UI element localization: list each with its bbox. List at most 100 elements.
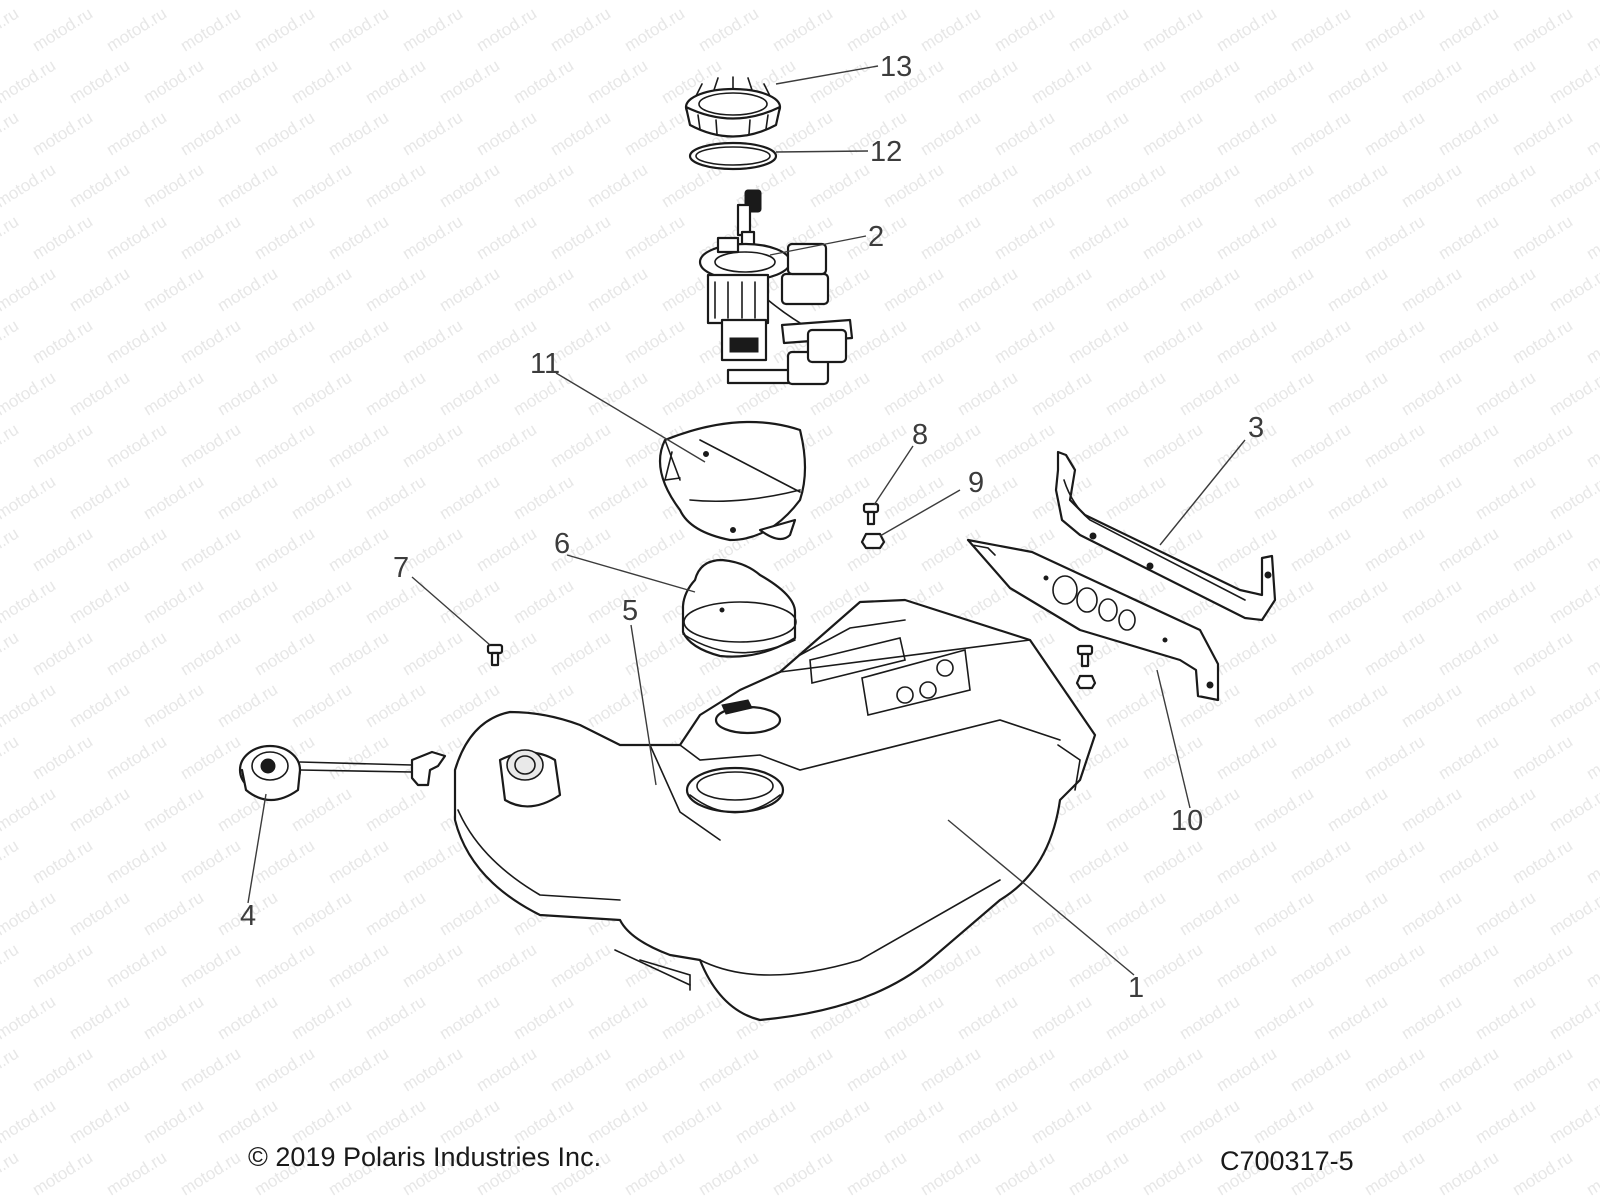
watermark-text: motod.ru <box>1435 316 1502 368</box>
watermark-text: motod.ru <box>1102 888 1169 940</box>
watermark-text: motod.ru <box>695 1148 762 1200</box>
watermark-text: motod.ru <box>214 264 281 316</box>
watermark-text: motod.ru <box>843 524 910 576</box>
watermark-text: motod.ru <box>843 1044 910 1096</box>
watermark-text: motod.ru <box>214 576 281 628</box>
watermark-text: motod.ru <box>1435 420 1502 472</box>
watermark-text: motod.ru <box>66 992 133 1044</box>
watermark-text: motod.ru <box>177 524 244 576</box>
watermark-text: motod.ru <box>436 160 503 212</box>
part-9-nut <box>860 532 886 550</box>
watermark-text: motod.ru <box>362 56 429 108</box>
watermark-text: motod.ru <box>1435 524 1502 576</box>
watermark-text: motod.ru <box>251 836 318 888</box>
watermark-text: motod.ru <box>325 212 392 264</box>
watermark-text: motod.ru <box>991 940 1058 992</box>
watermark-text: motod.ru <box>0 108 22 160</box>
watermark-text: motod.ru <box>325 316 392 368</box>
watermark-text: motod.ru <box>436 992 503 1044</box>
watermark-text: motod.ru <box>1028 56 1095 108</box>
watermark-text: motod.ru <box>288 784 355 836</box>
extra-bolt-right <box>1075 644 1097 690</box>
watermark-text: motod.ru <box>251 108 318 160</box>
watermark-text: motod.ru <box>251 212 318 264</box>
callout-8: 8 <box>912 419 928 451</box>
watermark-text: motod.ru <box>251 524 318 576</box>
watermark-text: motod.ru <box>0 1044 22 1096</box>
watermark-text: motod.ru <box>66 160 133 212</box>
watermark-text: motod.ru <box>0 628 22 680</box>
watermark-text: motod.ru <box>1213 732 1280 784</box>
watermark-text: motod.ru <box>1509 836 1576 888</box>
watermark-text: motod.ru <box>658 992 725 1044</box>
watermark-text: motod.ru <box>29 1148 96 1200</box>
watermark-text: motod.ru <box>362 784 429 836</box>
watermark-text: motod.ru <box>325 420 392 472</box>
watermark-text: motod.ru <box>325 628 392 680</box>
watermark-text: motod.ru <box>0 1096 59 1148</box>
watermark-text: motod.ru <box>214 1096 281 1148</box>
watermark-text: motod.ru <box>1324 264 1391 316</box>
watermark-text: motod.ru <box>547 4 614 56</box>
watermark-text: motod.ru <box>1213 1044 1280 1096</box>
watermark-text: motod.ru <box>621 4 688 56</box>
watermark-text: motod.ru <box>658 368 725 420</box>
watermark-text: motod.ru <box>1250 472 1317 524</box>
watermark-text: motod.ru <box>880 264 947 316</box>
watermark-text: motod.ru <box>251 1044 318 1096</box>
watermark-text: motod.ru <box>1509 108 1576 160</box>
watermark-text: motod.ru <box>325 732 392 784</box>
watermark-text: motod.ru <box>1065 316 1132 368</box>
watermark-text: motod.ru <box>584 160 651 212</box>
watermark-text: motod.ru <box>917 316 984 368</box>
watermark-text: motod.ru <box>1287 108 1354 160</box>
watermark-text: motod.ru <box>1287 316 1354 368</box>
watermark-text: motod.ru <box>473 1044 540 1096</box>
watermark-text: motod.ru <box>1287 732 1354 784</box>
watermark-text: motod.ru <box>1546 472 1600 524</box>
watermark-text: motod.ru <box>584 576 651 628</box>
watermark-text: motod.ru <box>1583 4 1600 56</box>
watermark-text: motod.ru <box>621 524 688 576</box>
watermark-text: motod.ru <box>1472 0 1539 3</box>
watermark-text: motod.ru <box>66 576 133 628</box>
watermark-text: motod.ru <box>325 108 392 160</box>
callout-12: 12 <box>870 136 902 168</box>
watermark-text: motod.ru <box>1176 160 1243 212</box>
watermark-text: motod.ru <box>1250 264 1317 316</box>
watermark-text: motod.ru <box>1324 0 1391 3</box>
watermark-text: motod.ru <box>177 4 244 56</box>
watermark-text: motod.ru <box>473 940 540 992</box>
watermark-text: motod.ru <box>66 1096 133 1148</box>
watermark-text: motod.ru <box>806 472 873 524</box>
watermark-text: motod.ru <box>177 212 244 264</box>
watermark-text: motod.ru <box>288 368 355 420</box>
watermark-text: motod.ru <box>29 940 96 992</box>
watermark-text: motod.ru <box>177 836 244 888</box>
watermark-text: motod.ru <box>0 1148 22 1200</box>
watermark-text: motod.ru <box>1398 368 1465 420</box>
watermark-text: motod.ru <box>1102 0 1169 3</box>
watermark-text: motod.ru <box>584 264 651 316</box>
watermark-text: motod.ru <box>1102 56 1169 108</box>
watermark-text: motod.ru <box>695 1044 762 1096</box>
watermark-text: motod.ru <box>1435 108 1502 160</box>
watermark-text: motod.ru <box>325 524 392 576</box>
watermark-text: motod.ru <box>880 1096 947 1148</box>
watermark-text: motod.ru <box>29 212 96 264</box>
watermark-text: motod.ru <box>510 576 577 628</box>
watermark-text: motod.ru <box>0 160 59 212</box>
watermark-text: motod.ru <box>0 680 59 732</box>
watermark-text: motod.ru <box>991 108 1058 160</box>
watermark-text: motod.ru <box>991 212 1058 264</box>
watermark-text: motod.ru <box>251 940 318 992</box>
watermark-text: motod.ru <box>1546 0 1600 3</box>
watermark-text: motod.ru <box>1435 212 1502 264</box>
watermark-text: motod.ru <box>547 940 614 992</box>
watermark-text: motod.ru <box>1213 836 1280 888</box>
callout-13: 13 <box>880 51 912 83</box>
watermark-text: motod.ru <box>621 212 688 264</box>
watermark-text: motod.ru <box>140 0 207 3</box>
watermark-text: motod.ru <box>251 420 318 472</box>
watermark-text: motod.ru <box>0 368 59 420</box>
